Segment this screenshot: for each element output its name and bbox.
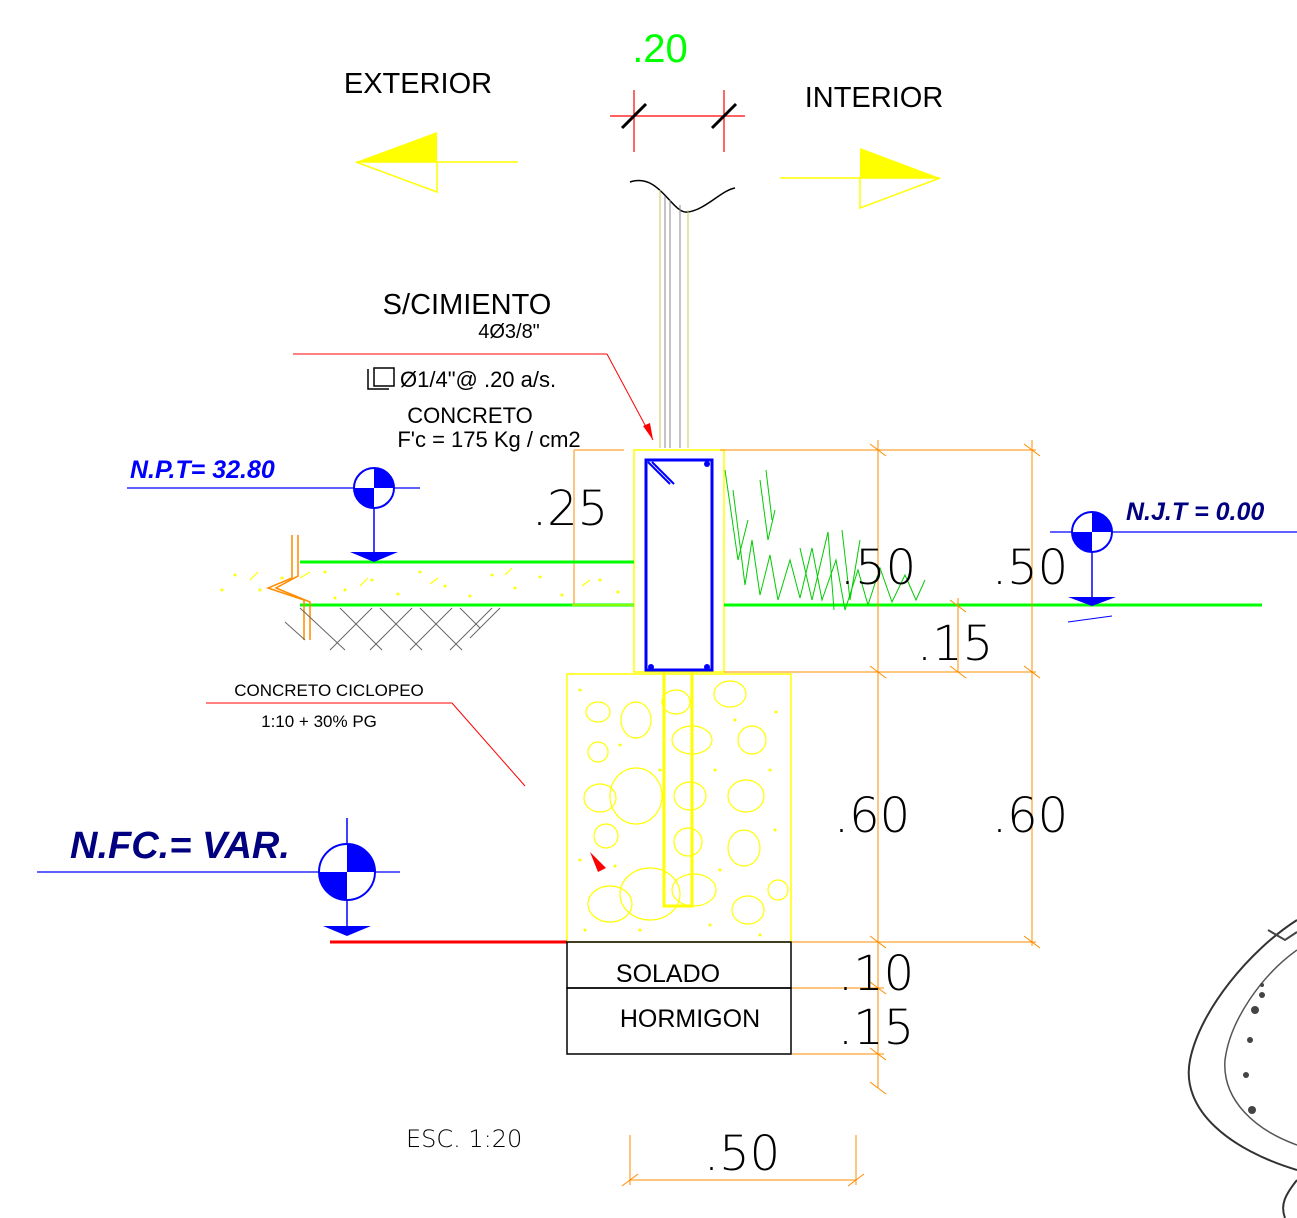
rebar-stirrup-label: Ø1/4"@ .20 a/s. (400, 367, 556, 392)
ciclopeo-mix-label: 1:10 + 30% PG (261, 712, 377, 731)
rebar-long-label: 4Ø3/8" (478, 321, 540, 343)
sobrecimiento-body (573, 449, 725, 908)
dim-10: .10 (838, 946, 914, 1002)
npt-level-marker: N.P.T= 32.80 (127, 456, 420, 562)
dim-25: .25 (532, 481, 608, 537)
slab-break-symbol (265, 535, 311, 640)
concrete-label: CONCRETO (407, 403, 533, 428)
cyclopean-footing (566, 673, 792, 943)
hormigon-label: HORMIGON (620, 1005, 760, 1033)
solado-label: SOLADO (616, 960, 720, 988)
wall-thickness-dimension: .20 (610, 27, 745, 152)
scale-label: ESC. 1:20 (406, 1125, 522, 1153)
dim-60-b: .60 (992, 788, 1068, 844)
njt-level-marker: N.J.T = 0.00 (1050, 498, 1297, 623)
ciclopeo-callout: CONCRETO CICLOPEO 1:10 + 30% PG (206, 681, 526, 787)
wall-width-label: .20 (632, 27, 688, 71)
npt-label: N.P.T= 32.80 (130, 456, 275, 484)
ciclopeo-label: CONCRETO CICLOPEO (234, 681, 424, 700)
soil-hatch (284, 607, 501, 651)
exterior-label: EXTERIOR (344, 68, 492, 100)
municipal-seal-stamp (1187, 919, 1297, 1218)
interior-ground (572, 469, 1262, 611)
rebar-cage (644, 458, 714, 672)
interior-label: INTERIOR (805, 82, 944, 114)
dim-50-a: .50 (840, 540, 916, 596)
interior-arrow (780, 148, 941, 210)
sobrecimiento-callout: S/CIMIENTO 4Ø3/8" Ø1/4"@ .20 a/s. CONCRE… (293, 289, 654, 452)
dim-15-b: .15 (838, 1000, 914, 1056)
stone-aggregates (583, 680, 789, 925)
dim-60-a: .60 (834, 788, 910, 844)
sobrecimiento-label: S/CIMIENTO (383, 289, 552, 321)
floor-slab (220, 560, 634, 607)
base-width-dimension: .50 (621, 1126, 865, 1187)
dim-50-base: .50 (704, 1126, 780, 1182)
dim-15-a: .15 (917, 616, 993, 672)
stirrup-icon (367, 367, 395, 390)
solado-hormigon: SOLADO HORMIGON (566, 941, 792, 1055)
concrete-strength-label: F'c = 175 Kg / cm2 (397, 427, 580, 452)
grass-icon (724, 469, 926, 611)
njt-label: N.J.T = 0.00 (1126, 498, 1264, 526)
dim-50-b: .50 (992, 540, 1068, 596)
nfc-level-marker: N.FC.= VAR. (37, 818, 567, 944)
wall-section (629, 179, 736, 448)
exterior-arrow (355, 132, 518, 194)
nfc-label: N.FC.= VAR. (70, 825, 290, 867)
dimension-lines (720, 440, 1041, 1095)
